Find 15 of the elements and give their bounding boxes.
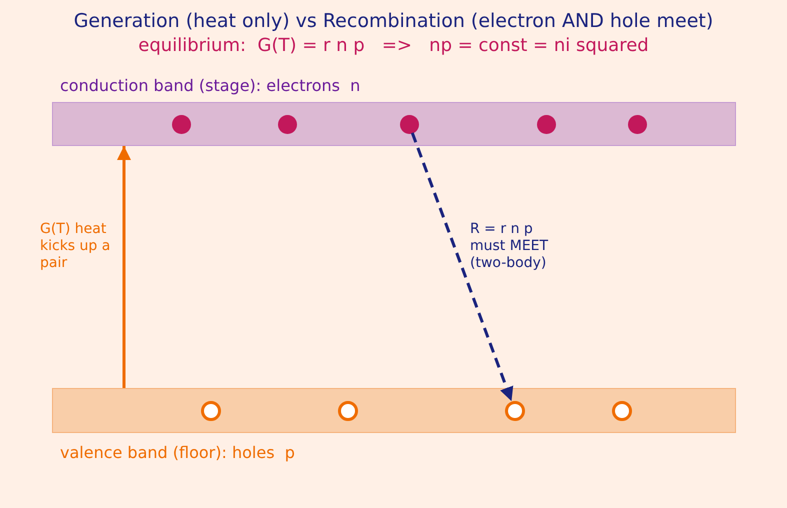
equation-text: equilibrium: G(T) = r n p => np = const = ni squared — [138, 35, 649, 57]
electron-dot-icon — [628, 114, 646, 134]
hole-ring-icon — [505, 400, 525, 420]
electron-dot-icon — [278, 114, 296, 134]
electron-dot-icon — [172, 114, 190, 134]
hole-ring-icon — [612, 400, 632, 420]
electron-dot-icon — [400, 114, 418, 134]
band-label: valence band (floor): holes p — [60, 443, 295, 462]
arrow — [117, 146, 131, 388]
dashed-arrow — [410, 132, 514, 402]
hole-ring-icon — [201, 400, 221, 420]
title: Generation (heat only) vs Recombination (electron AND hole meet) — [74, 10, 714, 33]
band-label: conduction band (stage): electrons n — [60, 76, 360, 96]
hole-ring-icon — [338, 400, 358, 420]
electron-dot-icon — [536, 114, 556, 134]
